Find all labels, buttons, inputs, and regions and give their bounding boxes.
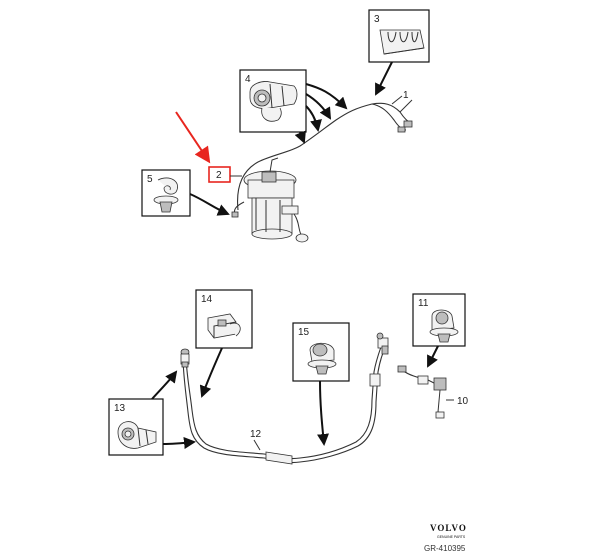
- clip-13-icon: [117, 421, 157, 449]
- arrow-3: [375, 61, 393, 96]
- clip-3-icon: [379, 29, 425, 55]
- detail-box-15: 15: [292, 322, 350, 382]
- logo-text: VOLVO: [430, 523, 467, 533]
- arrow-4c: [305, 105, 322, 132]
- callout-5: 5: [147, 174, 153, 185]
- clip-5-icon: [153, 177, 179, 213]
- right-connector: [376, 332, 389, 355]
- arrow-13a: [151, 370, 178, 400]
- arrow-11: [427, 345, 439, 368]
- fuel-line-sleeve: [265, 451, 293, 465]
- clip-4-icon: [249, 81, 298, 122]
- callout-15: 15: [298, 327, 310, 338]
- arrow-4a: [305, 83, 348, 110]
- callout-12: 12: [250, 429, 262, 440]
- arrow-14: [199, 347, 223, 398]
- callout-14: 14: [201, 294, 213, 305]
- volvo-logo: VOLVO GENUINE PARTS: [430, 523, 467, 539]
- fuel-pump-module: [231, 157, 309, 243]
- clip-14-icon: [207, 313, 241, 339]
- detail-box-11: 11: [412, 293, 466, 347]
- clip-11-icon: [429, 309, 459, 343]
- fuel-pump-harness-assembly: [231, 99, 413, 243]
- arrow-4b: [305, 93, 332, 120]
- harness-cable-branch: [371, 103, 407, 131]
- detail-box-3: 3: [368, 9, 430, 63]
- harness-connector-2: [397, 126, 406, 133]
- callout-11: 11: [418, 298, 429, 309]
- harness-connector: [403, 120, 413, 128]
- fuel-line-assembly: [180, 332, 389, 465]
- callout-1: 1: [403, 90, 409, 101]
- callout-2: 2: [216, 170, 222, 181]
- part-10-assembly: [397, 365, 447, 419]
- callout-3: 3: [374, 14, 380, 25]
- callout-4: 4: [245, 74, 251, 85]
- fuel-line-parallel: [182, 345, 387, 464]
- leader-1: [391, 95, 403, 105]
- highlight-box-2: [208, 166, 231, 183]
- left-connector: [180, 348, 190, 368]
- detail-box-4: 4: [239, 69, 307, 133]
- callout-13: 13: [114, 403, 126, 414]
- arrow-4d: [294, 130, 306, 144]
- arrow-5: [189, 193, 230, 216]
- highlight-arrow: [175, 111, 211, 164]
- detail-box-13: 13: [108, 398, 164, 456]
- callout-10: 10: [457, 396, 469, 407]
- drawing-code: GR-410395: [424, 544, 466, 553]
- arrow-13b: [162, 437, 196, 449]
- detail-box-5: 5: [141, 169, 191, 217]
- logo-subtext: GENUINE PARTS: [437, 535, 466, 539]
- clip-15-icon: [307, 342, 337, 375]
- arrow-15: [317, 380, 329, 446]
- detail-box-14: 14: [195, 289, 253, 349]
- leader-12: [253, 439, 261, 451]
